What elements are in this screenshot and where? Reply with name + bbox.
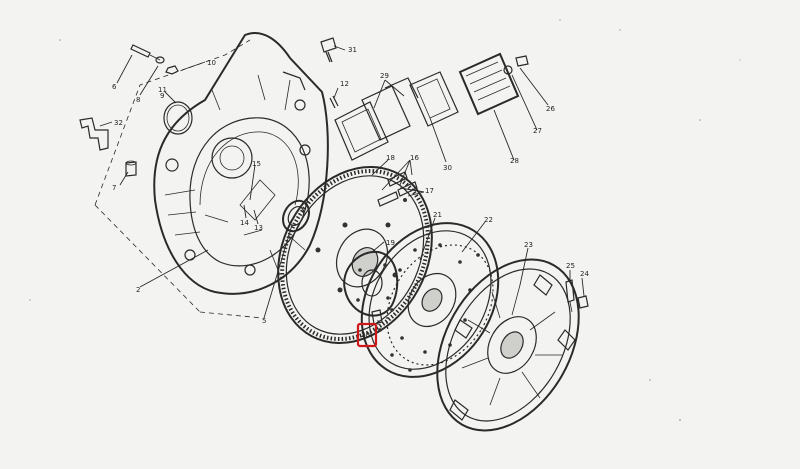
flywheel-bolts — [377, 171, 418, 207]
part-label-26: 26 — [546, 105, 555, 113]
part-label-7: 7 — [112, 184, 116, 192]
part-label-10: 10 — [207, 59, 216, 67]
covers-gaskets — [334, 52, 529, 161]
scan-specks — [29, 19, 741, 421]
part-label-5: 5 — [262, 317, 266, 325]
leader-lines — [99, 45, 585, 325]
part-label-2: 2 — [136, 286, 140, 294]
part-label-8: 8 — [136, 96, 140, 104]
part-label-17: 17 — [425, 187, 434, 195]
part-label-25: 25 — [566, 262, 575, 270]
part-label-18: 18 — [386, 154, 395, 162]
flywheel — [277, 166, 433, 344]
friction-disc — [386, 244, 494, 366]
part-label-23: 23 — [524, 241, 533, 249]
clutch-cover — [436, 258, 580, 432]
part-label-19: 19 — [386, 239, 395, 247]
part-label-12: 12 — [340, 80, 349, 88]
part-labels: 2 5 6 7 8 9 10 11 12 13 14 15 16 17 18 1… — [112, 46, 589, 339]
dowel-pin — [371, 309, 383, 325]
part-label-24: 24 — [580, 270, 589, 278]
part-label-6: 6 — [112, 83, 117, 91]
part-label-28: 28 — [510, 157, 519, 165]
part-label-27: 27 — [533, 127, 542, 135]
part-label-9: 9 — [160, 92, 164, 100]
part-label-29: 29 — [380, 72, 389, 80]
housing-hardware — [79, 37, 339, 177]
part-label-21: 21 — [433, 211, 442, 219]
part-label-30: 30 — [443, 164, 452, 172]
part-label-15: 15 — [252, 160, 261, 168]
part-label-22: 22 — [484, 216, 493, 224]
part-label-11: 11 — [158, 86, 167, 94]
part-label-32: 32 — [114, 119, 123, 127]
part-label-20: 20 — [361, 331, 370, 339]
part-label-31: 31 — [348, 46, 357, 54]
part-20-highlight — [356, 322, 378, 348]
part-label-16: 16 — [410, 154, 419, 162]
part-label-13: 13 — [254, 224, 263, 232]
clutch-disc — [360, 222, 500, 378]
part-label-14: 14 — [240, 219, 249, 227]
